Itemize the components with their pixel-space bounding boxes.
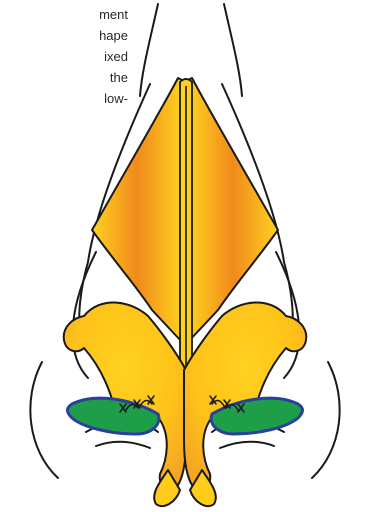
lower-lateral-cartilage-right	[184, 302, 306, 490]
lower-lateral-cartilage-left	[64, 302, 186, 490]
medial-crura	[154, 470, 216, 506]
